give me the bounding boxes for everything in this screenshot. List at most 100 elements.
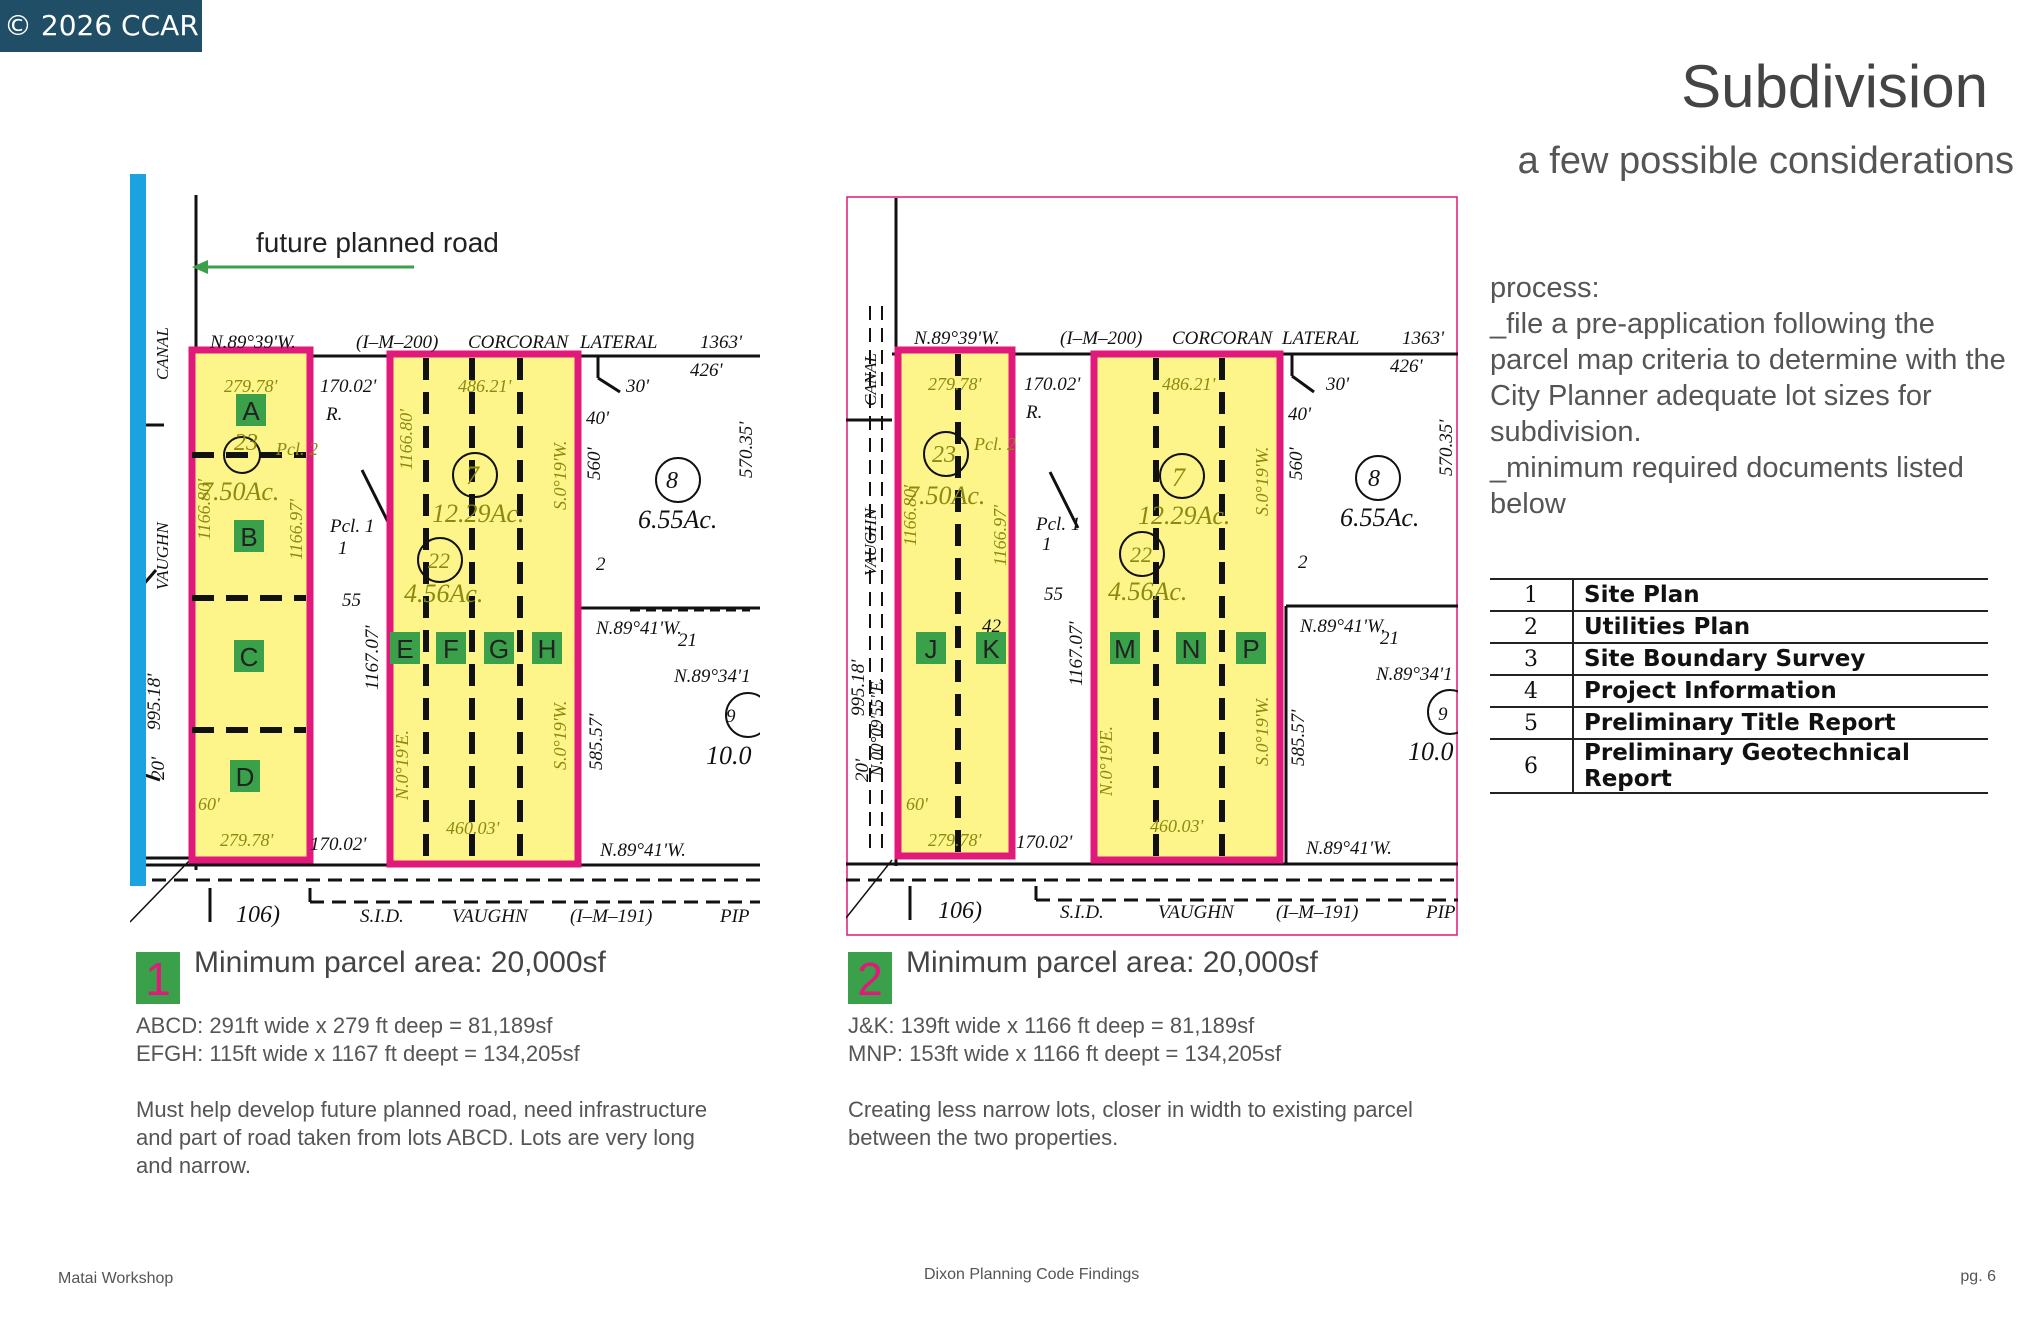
dim-label: 570.35' <box>736 421 757 478</box>
option-2-dims: J&K: 139ft wide x 1166 ft deep = 81,189s… <box>848 1012 1468 1068</box>
dim-label: 30' <box>625 376 650 397</box>
circle-number: 22 <box>1130 542 1152 567</box>
lot-badge-d: D <box>236 762 255 792</box>
dim-label: 20' <box>852 758 873 782</box>
process-text: process: _file a pre-application followi… <box>1490 270 2010 522</box>
process-step-2: _minimum required documents listed below <box>1490 452 1972 520</box>
parcel-map-option-2: 279.78' 486.21' 23 Pcl. 2 7.50Ac. 7 12.2… <box>846 196 1458 936</box>
bearing-label: S.0°19'W. <box>550 441 570 510</box>
circle-number: 22 <box>428 548 450 573</box>
future-road-bar <box>130 174 146 886</box>
bearing-label: N.89°34'1 <box>1375 664 1453 685</box>
dim-label: 279.78' <box>928 374 983 394</box>
bearing-label: N.89°41'W. <box>1305 838 1392 859</box>
option-2-dim-mnp: MNP: 153ft wide x 1166 ft deept = 134,20… <box>848 1041 1282 1066</box>
bearing-label: S.0°19'W. <box>1252 447 1272 516</box>
dim-label: 1167.07' <box>1066 621 1087 686</box>
page-number: pg. 6 <box>1960 1268 1996 1285</box>
dim-label: 1166.80' <box>900 484 920 546</box>
map-label: 1 <box>1042 534 1052 555</box>
copyright-watermark: © 2026 CCAR <box>0 0 202 52</box>
bearing-label: N.89°39'W. <box>913 328 1000 349</box>
acreage-label: 7.50Ac. <box>906 481 985 510</box>
footer-left: Matai Workshop <box>58 1270 174 1287</box>
lot-badge-e: E <box>396 634 413 664</box>
pcl-label: Pcl. 2 <box>275 439 318 459</box>
lot-badge-k: K <box>982 634 1000 664</box>
page-subtitle: a few possible considerations <box>1517 140 2014 182</box>
bearing-label: N.0°19'E. <box>392 730 412 801</box>
circle-number: 23 <box>234 430 258 456</box>
process-step-1: _file a pre-application following the pa… <box>1490 308 2014 448</box>
map-label: 1363' <box>700 332 743 353</box>
dim-label: 585.57' <box>586 713 607 770</box>
dim-label: 460.03' <box>1150 816 1205 836</box>
lot-badge-c: C <box>240 642 259 672</box>
bearing-label: N.89°34'1 <box>673 666 751 687</box>
bearing-label: N.89°41'W. <box>1299 616 1386 637</box>
dim-label: 995.18' <box>144 673 165 730</box>
bearing-label: N.00°09'55"E. <box>867 677 886 777</box>
dim-label: 486.21' <box>458 376 513 396</box>
dim-label: 20' <box>148 756 169 780</box>
bearing-label: S.0°19'W. <box>1252 697 1272 766</box>
circle-number: 8 <box>1368 466 1380 492</box>
doc-number: 5 <box>1490 706 1574 740</box>
doc-number: 6 <box>1490 738 1574 794</box>
dim-label: 995.18' <box>848 659 869 716</box>
map-label: 1 <box>338 538 348 559</box>
map-label: 42 <box>982 616 1002 637</box>
option-2-dim-jk: J&K: 139ft wide x 1166 ft deep = 81,189s… <box>848 1013 1255 1038</box>
circle-number: 7 <box>1172 463 1186 492</box>
option-1-dim-abcd: ABCD: 291ft wide x 279 ft deep = 81,189s… <box>136 1013 553 1038</box>
lot-badge-b: B <box>240 522 257 552</box>
map-label: VAUGHN <box>452 906 529 927</box>
map-label: VAUGHN <box>1158 902 1235 923</box>
map-label: 1363' <box>1402 328 1445 349</box>
lot-badge-g: G <box>489 634 509 664</box>
doc-label: Preliminary Geotechnical Report <box>1573 738 1988 794</box>
map-label: 426' <box>1390 356 1424 377</box>
dim-label: 585.57' <box>1288 709 1309 766</box>
doc-label: Utilities Plan <box>1573 610 1988 644</box>
map-label: R. <box>1025 402 1042 423</box>
circle-number: 9 <box>726 706 736 727</box>
dim-label: 170.02' <box>310 834 367 855</box>
option-1-dim-efgh: EFGH: 115ft wide x 1167 ft deept = 134,2… <box>136 1041 580 1066</box>
map-label: 21 <box>678 630 697 651</box>
map-label: 21 <box>1380 628 1399 649</box>
map-label: 2 <box>596 554 606 575</box>
dim-label: 1166.97' <box>286 498 306 560</box>
process-label: process: <box>1490 272 1600 304</box>
dim-label: 1166.80' <box>396 408 416 470</box>
map-label: LATERAL <box>579 332 657 353</box>
map-label: R. <box>325 404 342 425</box>
acreage-label: 7.50Ac. <box>200 477 279 506</box>
dim-label: 30' <box>1325 374 1350 395</box>
doc-label: Preliminary Title Report <box>1573 706 1988 740</box>
dim-label: 170.02' <box>1016 832 1073 853</box>
pcl-label: Pcl. 1 <box>329 516 374 537</box>
option-1-dims: ABCD: 291ft wide x 279 ft deep = 81,189s… <box>136 1012 756 1068</box>
map-label: (I–M–200) <box>1060 328 1142 349</box>
map-label: 2 <box>1298 552 1308 573</box>
option-2-number-badge: 2 <box>848 952 892 1005</box>
lot-badge-j: J <box>925 634 938 664</box>
acreage-label: 10.0 <box>1408 737 1454 766</box>
bearing-label: S.0°19'W. <box>550 701 570 770</box>
circle-number: 7 <box>466 461 480 490</box>
dim-label: 279.78' <box>224 376 279 396</box>
map-label: CORCORAN <box>1172 328 1274 349</box>
map-label: 55 <box>1044 584 1063 605</box>
dim-label: 560' <box>1286 447 1307 481</box>
dim-label: 40' <box>1288 404 1312 425</box>
map-label: CANAL <box>861 353 880 406</box>
option-2-note: Creating less narrow lots, closer in wid… <box>848 1097 1413 1150</box>
circle-number: 9 <box>1438 704 1448 725</box>
dim-label: 279.78' <box>928 830 983 850</box>
lot-badge-f: F <box>443 634 459 664</box>
bearing-label: N.89°41'W. <box>595 618 682 639</box>
